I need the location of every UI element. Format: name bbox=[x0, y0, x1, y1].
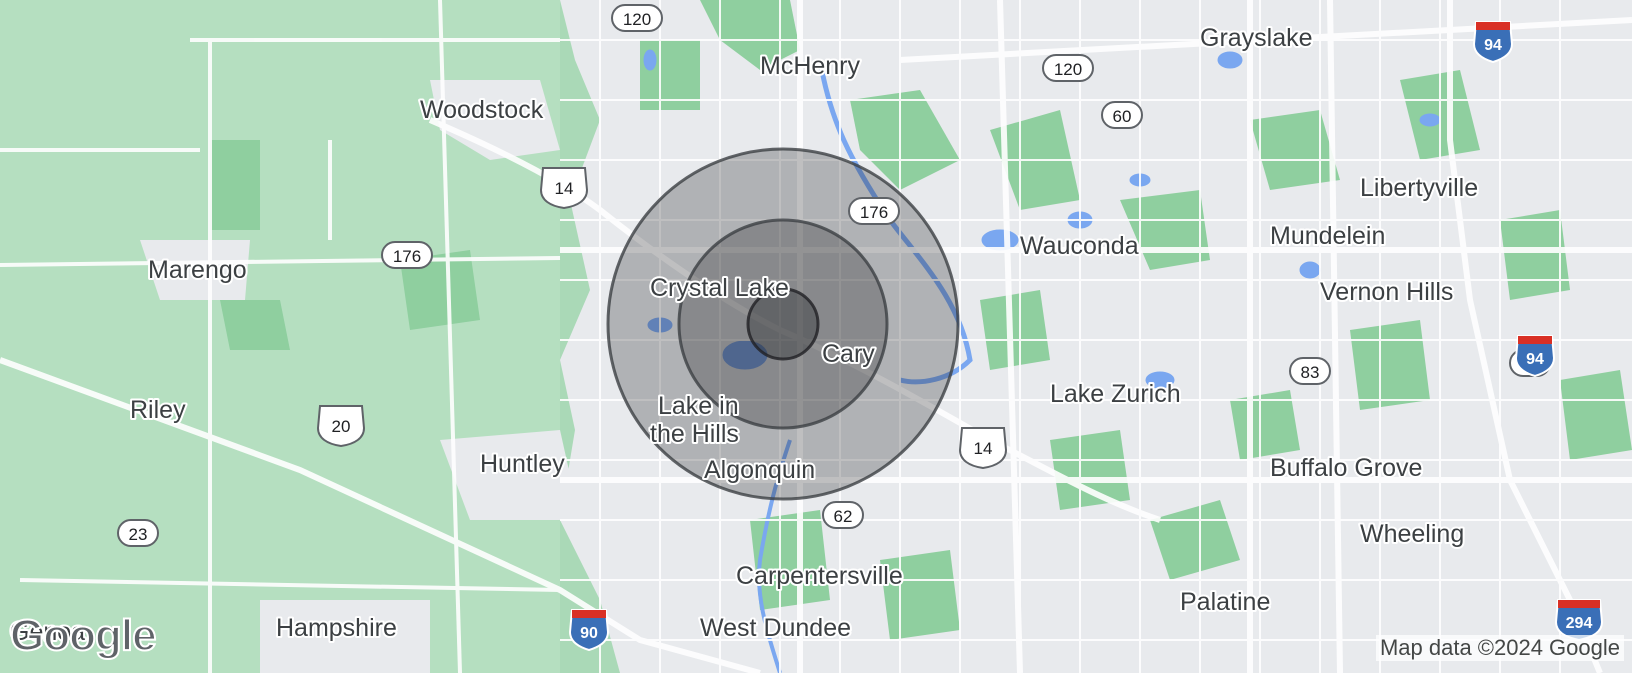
us-route-shields: 14 20 14 bbox=[316, 167, 1008, 470]
route-shield[interactable]: 60 bbox=[1101, 101, 1143, 129]
route-shield[interactable]: 120 bbox=[611, 4, 663, 32]
city-label[interactable]: Libertyville bbox=[1358, 172, 1480, 204]
city-label[interactable]: Palatine bbox=[1178, 586, 1272, 618]
city-label[interactable]: Huntley bbox=[478, 448, 567, 480]
city-label[interactable]: Genoa bbox=[8, 616, 87, 648]
interstate-shield[interactable]: 94 bbox=[1472, 21, 1514, 64]
city-label[interactable]: Wheeling bbox=[1358, 518, 1466, 550]
city-label[interactable]: Crystal Lake bbox=[648, 272, 791, 304]
us-route-shield[interactable]: 14 bbox=[539, 167, 589, 210]
us-route-shield[interactable]: 20 bbox=[316, 405, 366, 448]
city-label[interactable]: Lake Zurich bbox=[1048, 378, 1183, 410]
interstate-shields: 94 94 90 294 bbox=[568, 21, 1604, 652]
svg-text:120: 120 bbox=[623, 10, 651, 29]
water-features bbox=[643, 49, 1441, 673]
city-label[interactable]: the Hills bbox=[648, 418, 741, 450]
city-label[interactable]: Carpentersville bbox=[734, 560, 905, 592]
city-label[interactable]: Lake in bbox=[656, 390, 741, 422]
state-route-shields: 120 120 60 176 176 bbox=[117, 4, 1551, 547]
city-labels: McHenry Grayslake Woodstock Libertyville… bbox=[8, 22, 1480, 648]
svg-text:14: 14 bbox=[974, 439, 993, 458]
city-label[interactable]: Wauconda bbox=[1018, 230, 1141, 262]
svg-text:120: 120 bbox=[1054, 60, 1082, 79]
city-label[interactable]: Mundelein bbox=[1268, 220, 1387, 252]
svg-text:94: 94 bbox=[1484, 37, 1502, 54]
svg-text:90: 90 bbox=[580, 625, 598, 642]
google-logo: Google bbox=[9, 610, 158, 661]
city-label[interactable]: Buffalo Grove bbox=[1268, 452, 1424, 484]
interstate-shield[interactable]: 294 bbox=[1554, 599, 1604, 642]
city-label[interactable]: Grayslake bbox=[1198, 22, 1315, 54]
city-label[interactable]: Marengo bbox=[146, 254, 249, 286]
svg-text:176: 176 bbox=[393, 247, 421, 266]
route-shield[interactable]: 83 bbox=[1289, 357, 1331, 385]
radius-rings bbox=[606, 147, 960, 501]
city-label[interactable]: Riley bbox=[128, 394, 188, 426]
svg-text:23: 23 bbox=[129, 525, 148, 544]
interstate-shield[interactable]: 94 bbox=[1514, 335, 1556, 378]
route-shield[interactable]: 62 bbox=[822, 501, 864, 529]
city-label[interactable]: McHenry bbox=[758, 50, 863, 82]
city-label[interactable]: Algonquin bbox=[702, 454, 817, 486]
svg-text:14: 14 bbox=[555, 179, 574, 198]
svg-text:94: 94 bbox=[1526, 351, 1544, 368]
interstate-shield[interactable]: 90 bbox=[568, 609, 610, 652]
radius-ring-inner[interactable] bbox=[746, 287, 820, 361]
city-label[interactable]: West Dundee bbox=[698, 612, 853, 644]
route-shield[interactable]: 23 bbox=[117, 519, 159, 547]
route-shield[interactable]: 120 bbox=[1042, 54, 1094, 82]
svg-text:176: 176 bbox=[860, 203, 888, 222]
city-label[interactable]: Vernon Hills bbox=[1318, 276, 1455, 308]
svg-text:62: 62 bbox=[834, 507, 853, 526]
radius-ring-outer[interactable] bbox=[606, 147, 960, 501]
city-label[interactable]: Woodstock bbox=[418, 94, 546, 126]
city-label[interactable]: Hampshire bbox=[274, 612, 399, 644]
svg-text:60: 60 bbox=[1113, 107, 1132, 126]
svg-text:294: 294 bbox=[1566, 615, 1593, 632]
svg-text:20: 20 bbox=[332, 417, 351, 436]
svg-text:83: 83 bbox=[1301, 363, 1320, 382]
route-shield[interactable]: 176 bbox=[381, 241, 433, 269]
radius-ring-middle[interactable] bbox=[677, 218, 889, 430]
city-label[interactable]: Cary bbox=[820, 338, 877, 370]
route-shield[interactable]: 176 bbox=[848, 197, 900, 225]
us-route-shield[interactable]: 14 bbox=[958, 427, 1008, 470]
map-copyright[interactable]: Map data ©2024 Google bbox=[1375, 635, 1624, 661]
